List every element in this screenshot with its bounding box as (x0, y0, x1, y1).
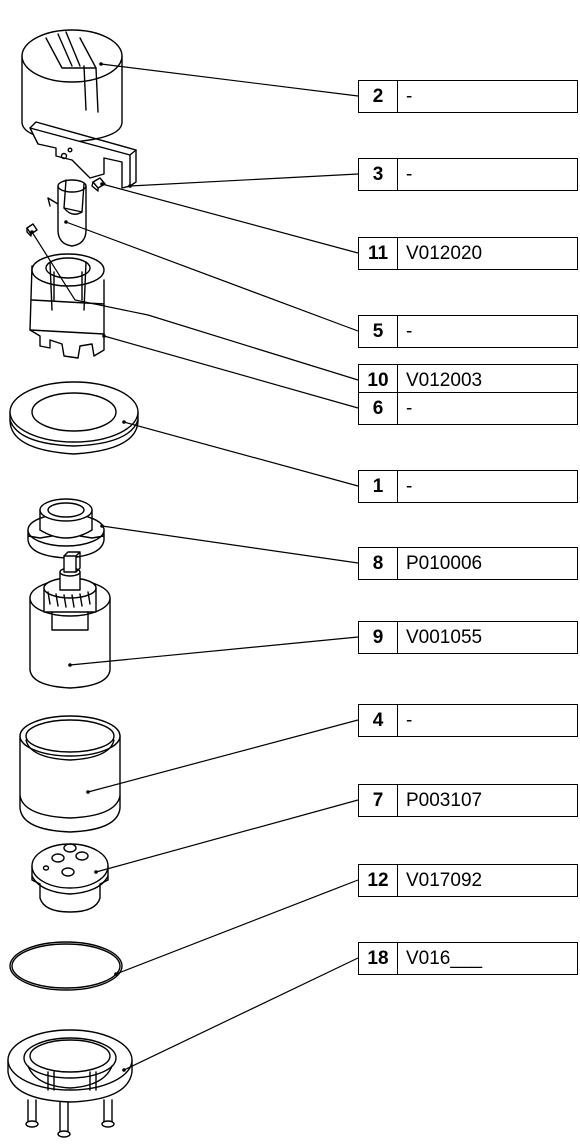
callout-number: 5 (359, 316, 398, 347)
leader-line (103, 335, 359, 409)
leader-dot (122, 1068, 126, 1072)
callout-number: 6 (359, 393, 398, 424)
mounting-flange-icon (7, 1029, 133, 1138)
leader-line (69, 636, 359, 666)
housing-sleeve-icon (19, 715, 121, 833)
callout-label: 7 P003107 (358, 784, 578, 817)
callout-label: 4 - (358, 704, 578, 737)
callout-label: 10 V012003 (358, 364, 578, 397)
part-code: - (406, 85, 413, 107)
callout-label: 9 V001055 (358, 621, 578, 654)
leader-dot (100, 524, 104, 528)
callout-label: 2 - (358, 80, 578, 113)
part-code: P010006 (406, 552, 483, 574)
callout-label: 8 P010006 (358, 547, 578, 580)
part-code: V012003 (406, 369, 483, 391)
callout-number: 4 (359, 705, 398, 736)
leader-line (101, 183, 359, 254)
callout-number: 8 (359, 548, 398, 579)
part-code: - (406, 320, 413, 342)
callout-number: 11 (359, 238, 398, 269)
callout-label: 12 V017092 (358, 864, 578, 897)
leader-dots (30, 62, 132, 1072)
leader-dot (94, 870, 98, 874)
leader-line (129, 173, 359, 187)
part-code: - (406, 475, 413, 497)
callout-label: 18 V016___ (358, 942, 578, 975)
callout-label: 3 - (358, 158, 578, 191)
leader-dot (102, 334, 106, 338)
part-code: - (406, 163, 413, 185)
hex-nut-icon (27, 498, 105, 559)
leader-line (123, 957, 359, 1071)
callout-number: 9 (359, 622, 398, 653)
leader-dot (99, 62, 103, 66)
part-code: V012020 (406, 242, 483, 264)
callout-label: 5 - (358, 315, 578, 348)
leader-line (31, 231, 359, 381)
leader-dot (64, 220, 68, 224)
leader-dot (86, 790, 90, 794)
callout-label: 11 V012020 (358, 237, 578, 270)
small-screw-icon (26, 223, 38, 237)
leader-dot (100, 182, 104, 186)
leader-line (87, 719, 359, 793)
leader-line (123, 421, 359, 487)
callout-number: 1 (359, 471, 398, 502)
part-code: V001055 (406, 626, 483, 648)
cartridge-icon (29, 551, 111, 689)
leader-dot (128, 184, 132, 188)
leader-dot (30, 230, 34, 234)
leader-dot (114, 972, 118, 976)
leader-line (100, 63, 359, 97)
callout-number: 3 (359, 159, 398, 190)
o-ring-icon (9, 941, 123, 991)
part-code: - (406, 709, 413, 731)
part-code: - (406, 397, 413, 419)
callout-number: 18 (359, 943, 398, 974)
flat-key-tool-icon (29, 121, 137, 189)
cam-adapter-icon (47, 179, 87, 247)
flat-ring-washer-icon (9, 381, 139, 455)
callout-label: 1 - (358, 470, 578, 503)
callout-number: 2 (359, 81, 398, 112)
leader-line (95, 799, 359, 873)
slotted-sleeve-icon (29, 253, 105, 359)
part-code: V017092 (406, 869, 483, 891)
callout-number: 12 (359, 865, 398, 896)
callout-label: 6 - (358, 392, 578, 425)
leader-dot (122, 420, 126, 424)
leader-dot (68, 663, 72, 667)
part-code: P003107 (406, 789, 483, 811)
leader-lines (31, 63, 359, 1071)
part-code: V016___ (406, 947, 483, 969)
plug-insert-icon (31, 843, 109, 913)
leader-line (65, 221, 359, 332)
callout-number: 10 (359, 365, 398, 396)
leader-line (101, 525, 359, 564)
leader-line (115, 879, 359, 975)
callout-number: 7 (359, 785, 398, 816)
cylinder-tool-icon (21, 29, 123, 143)
